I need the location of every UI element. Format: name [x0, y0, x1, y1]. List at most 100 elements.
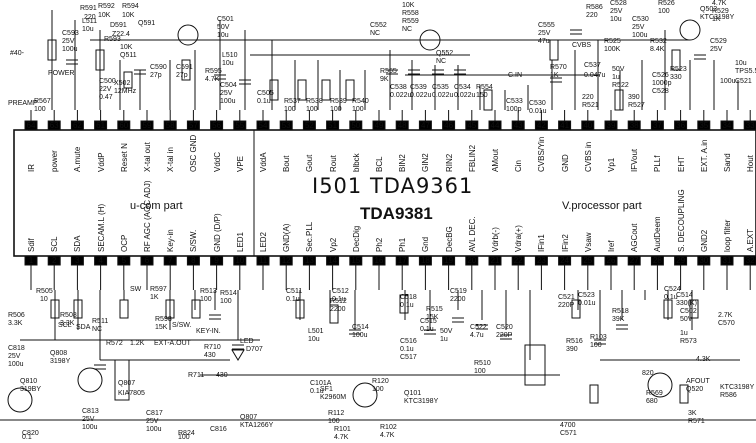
- bottom-pin-name: LED2: [259, 231, 268, 252]
- bottom-pin-name: S. DECOUPLING: [676, 189, 686, 252]
- component-label: C514: [352, 324, 369, 331]
- component-label: 100: [284, 106, 296, 113]
- component-label: 50V: [612, 66, 625, 73]
- top-pin-number: 53: [281, 121, 291, 130]
- bottom-pin-number: 5: [121, 256, 127, 265]
- ic-title: I501 TDA9361: [312, 174, 474, 198]
- component-label: 10u: [308, 336, 320, 343]
- component-label: R521: [582, 102, 599, 109]
- component-label: 4.7K: [712, 0, 727, 7]
- component-label: NC: [402, 26, 413, 33]
- bottom-pin-number: 6: [144, 256, 150, 265]
- top-pin-name: VddP: [96, 152, 106, 172]
- component-label: 100K: [604, 46, 621, 53]
- component-label: SW: [130, 286, 142, 293]
- component-label: C571: [560, 430, 577, 437]
- component-label: 3.3K: [8, 320, 23, 327]
- top-pin-name: VddC: [212, 151, 222, 172]
- component-label: 100p: [506, 106, 522, 113]
- bottom-pin-name: IFin2: [560, 234, 570, 252]
- component-label: 1u: [680, 330, 688, 337]
- component-label: R539: [330, 98, 347, 105]
- component-label: 220: [582, 94, 594, 101]
- top-pin-number: 46: [444, 121, 454, 130]
- component-label: TPS5.5: [735, 68, 756, 75]
- component-label: 50V: [680, 316, 693, 323]
- top-pin-number: 54: [258, 121, 268, 130]
- component-label: C523: [578, 292, 595, 299]
- component-label: POWER: [48, 70, 75, 77]
- component-label: S/SW.: [172, 322, 192, 329]
- top-pin-number: 39: [606, 121, 616, 130]
- component-label: 10u: [217, 32, 229, 39]
- component-label: 3.3K: [60, 320, 75, 327]
- component-label: Q807: [118, 380, 136, 387]
- component-label: C552: [370, 22, 387, 29]
- component-label: #40-: [10, 50, 25, 57]
- component-label: R510: [474, 360, 491, 367]
- component-label: R508: [60, 312, 77, 319]
- component-label: R514: [220, 290, 237, 297]
- component-label: C528: [652, 88, 669, 95]
- bottom-pin-number: 26: [606, 256, 616, 265]
- top-pin-name: GND: [560, 154, 570, 172]
- bottom-pin-number: 3: [75, 256, 80, 265]
- component-label: L510: [222, 52, 238, 59]
- component-label: 100u: [220, 98, 236, 105]
- component-label: R515: [426, 306, 443, 313]
- component-label: R594: [122, 3, 139, 10]
- component-label: 220P: [558, 302, 575, 309]
- component-label: KEY-IN.: [196, 328, 221, 335]
- component-label: R112: [328, 410, 345, 417]
- ic-subtitle: TDA9381: [360, 204, 433, 223]
- top-pin-number: 57: [188, 121, 198, 130]
- top-pin-number: 52: [304, 121, 314, 130]
- top-pin-number: 47: [420, 121, 430, 130]
- bottom-pin-number: 2: [51, 256, 57, 265]
- component-label: 100: [34, 106, 46, 113]
- ucom-part-label: u-com part: [130, 200, 183, 212]
- component-label: 319BY: [20, 386, 42, 393]
- component-label: 820: [642, 370, 654, 377]
- bottom-pin-name: Vsaw: [583, 232, 593, 252]
- component-label: 0.1u: [420, 326, 434, 333]
- component-label: R569: [646, 390, 663, 397]
- component-label: C520: [496, 324, 513, 331]
- top-pin-name: RIN2: [444, 153, 454, 172]
- component-label: D591: [110, 22, 127, 29]
- bottom-pin-name: loop filter: [723, 219, 732, 252]
- component-label: 0.1u: [664, 294, 678, 301]
- component-label: 2200: [330, 306, 346, 313]
- top-pin-name: Reset N: [119, 143, 129, 172]
- component-label: C593: [62, 30, 79, 37]
- component-label: SCL: [58, 322, 72, 329]
- component-label: 0.1u: [286, 296, 300, 303]
- component-label: C526: [652, 72, 669, 79]
- bottom-pin-name: A.EXT: [746, 228, 756, 252]
- component-label: 1K: [150, 294, 159, 301]
- component-label: R525: [604, 38, 621, 45]
- bottom-pin-number: 17: [397, 256, 407, 265]
- top-pin-name: AMout: [491, 148, 500, 172]
- component-label: C813: [82, 408, 99, 415]
- component-label: Q591: [138, 20, 156, 27]
- component-label: C555: [538, 22, 555, 29]
- component-label: 100: [330, 106, 342, 113]
- bottom-pin-number: 11: [258, 256, 268, 265]
- component-label: R511: [92, 318, 109, 325]
- bottom-pin-name: Iref: [607, 240, 616, 252]
- component-label: 22V: [99, 86, 112, 93]
- component-label: R591: [80, 5, 97, 12]
- top-pin-number: 60: [119, 121, 129, 130]
- component-label: R824: [178, 430, 195, 437]
- component-label: C516: [400, 338, 417, 345]
- bottom-pin-name: Key-in: [166, 229, 176, 252]
- top-pin-number: 38: [629, 121, 639, 130]
- component-label: R518: [612, 308, 629, 315]
- top-pin-name: A.mute: [73, 146, 83, 172]
- component-symbols: [7, 19, 706, 413]
- bottom-pin-name: Gnd: [421, 236, 431, 252]
- component-label: C524: [664, 286, 681, 293]
- component-label: R513: [200, 288, 217, 295]
